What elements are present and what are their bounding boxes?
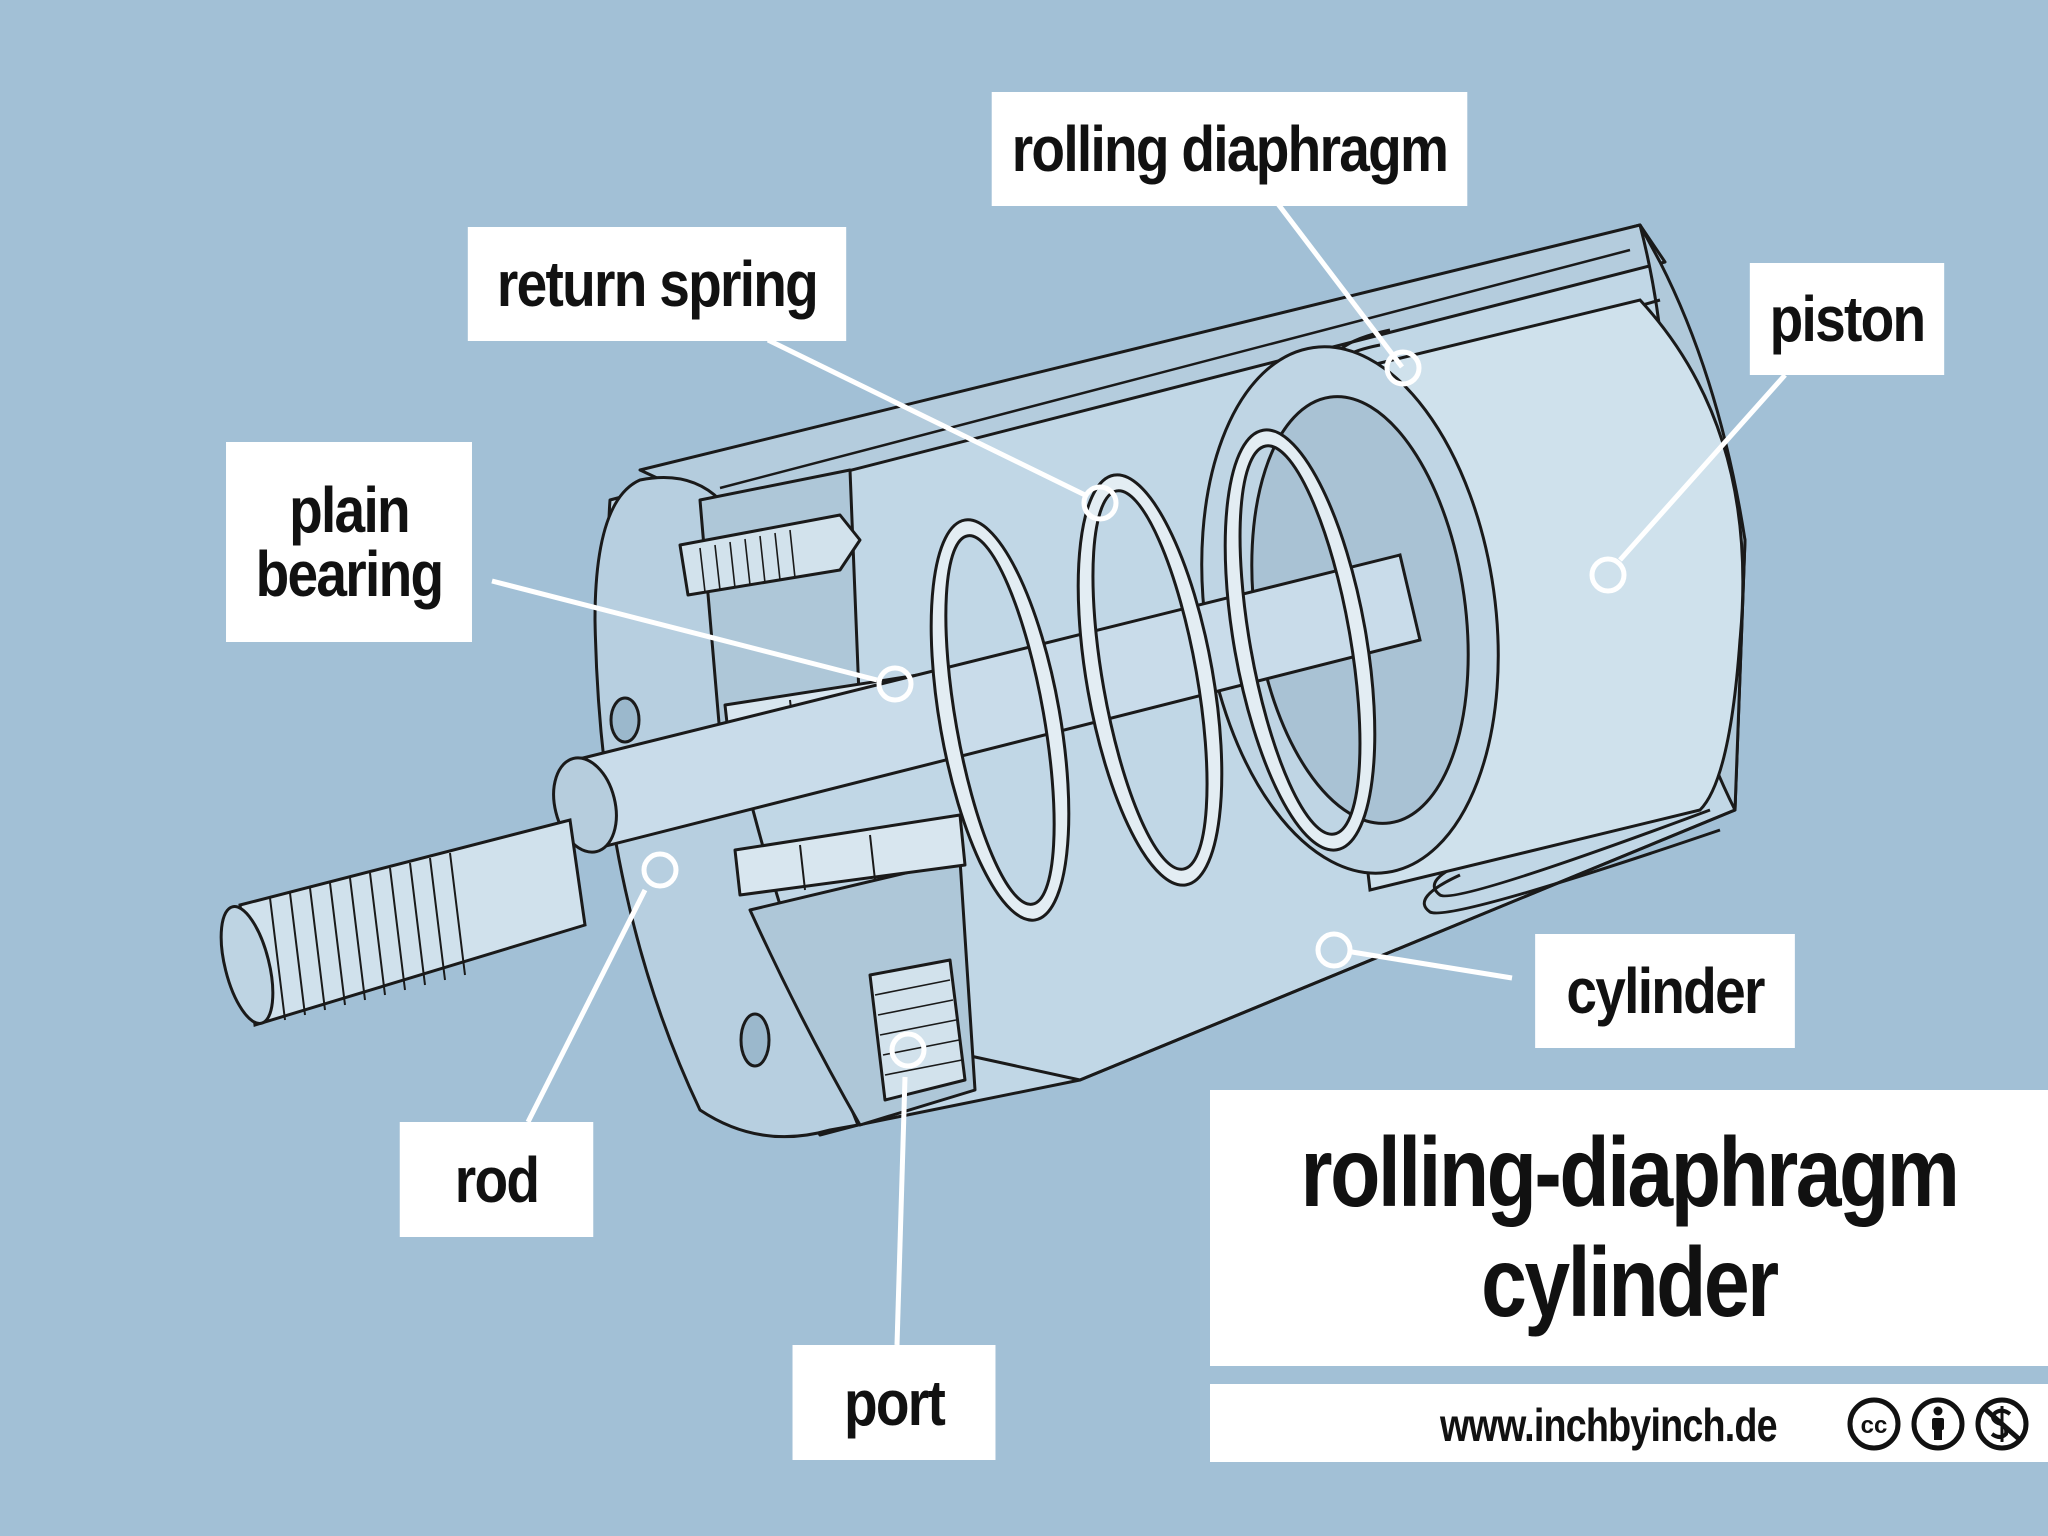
cc-icon: cc (1847, 1397, 1901, 1451)
title-line1: rolling-diaphragm (1300, 1117, 1960, 1228)
leader-piston (1618, 373, 1787, 562)
leader-return-spring (766, 337, 1087, 498)
return-spring-shape (929, 428, 1377, 922)
label-return-spring-text: return spring (496, 248, 819, 320)
website-link[interactable]: www.inchbyinch.de (1440, 1399, 1778, 1451)
anchor-return-spring (1081, 484, 1119, 522)
label-piston: piston (1749, 263, 1945, 375)
by-attribution-icon (1911, 1397, 1965, 1451)
label-plain-bearing-line2: bearing (255, 538, 444, 610)
label-piston-text: piston (1769, 283, 1926, 355)
leader-port (894, 1076, 908, 1346)
anchor-rod (641, 851, 679, 889)
label-rolling-diaphragm: rolling diaphragm (991, 92, 1468, 206)
leader-plain-bearing (491, 578, 878, 683)
label-cylinder: cylinder (1535, 934, 1795, 1048)
anchor-piston (1589, 556, 1627, 594)
label-rod: rod (399, 1122, 594, 1237)
label-plain-bearing-line1: plain (289, 474, 411, 546)
anchor-plain-bearing (876, 665, 914, 703)
leader-lines (491, 198, 1787, 1346)
leader-rolling-diaphragm (1273, 198, 1404, 369)
label-cylinder-text: cylinder (1566, 955, 1765, 1027)
label-rolling-diaphragm-text: rolling diaphragm (1011, 113, 1449, 185)
label-rod-text: rod (454, 1143, 540, 1216)
rod-shape (219, 553, 1422, 1027)
title-line2: cylinder (1481, 1227, 1779, 1337)
anchor-port (889, 1031, 927, 1069)
leader-rod (525, 888, 648, 1124)
label-port-text: port (843, 1366, 946, 1439)
title-box: rolling-diaphragm cylinder (1210, 1090, 2048, 1366)
license-icons: cc (1847, 1397, 2029, 1451)
label-port: port (792, 1345, 996, 1460)
non-commercial-icon (1975, 1397, 2029, 1451)
anchor-markers (641, 349, 1627, 1069)
footer-box (1210, 1384, 2048, 1462)
label-plain-bearing: plain bearing (226, 442, 472, 642)
label-return-spring: return spring (467, 227, 847, 341)
cc-icon-text: cc (1861, 1412, 1888, 1439)
anchor-rolling-diaphragm (1384, 349, 1422, 387)
anchor-cylinder (1315, 931, 1353, 969)
leader-cylinder (1351, 949, 1513, 981)
